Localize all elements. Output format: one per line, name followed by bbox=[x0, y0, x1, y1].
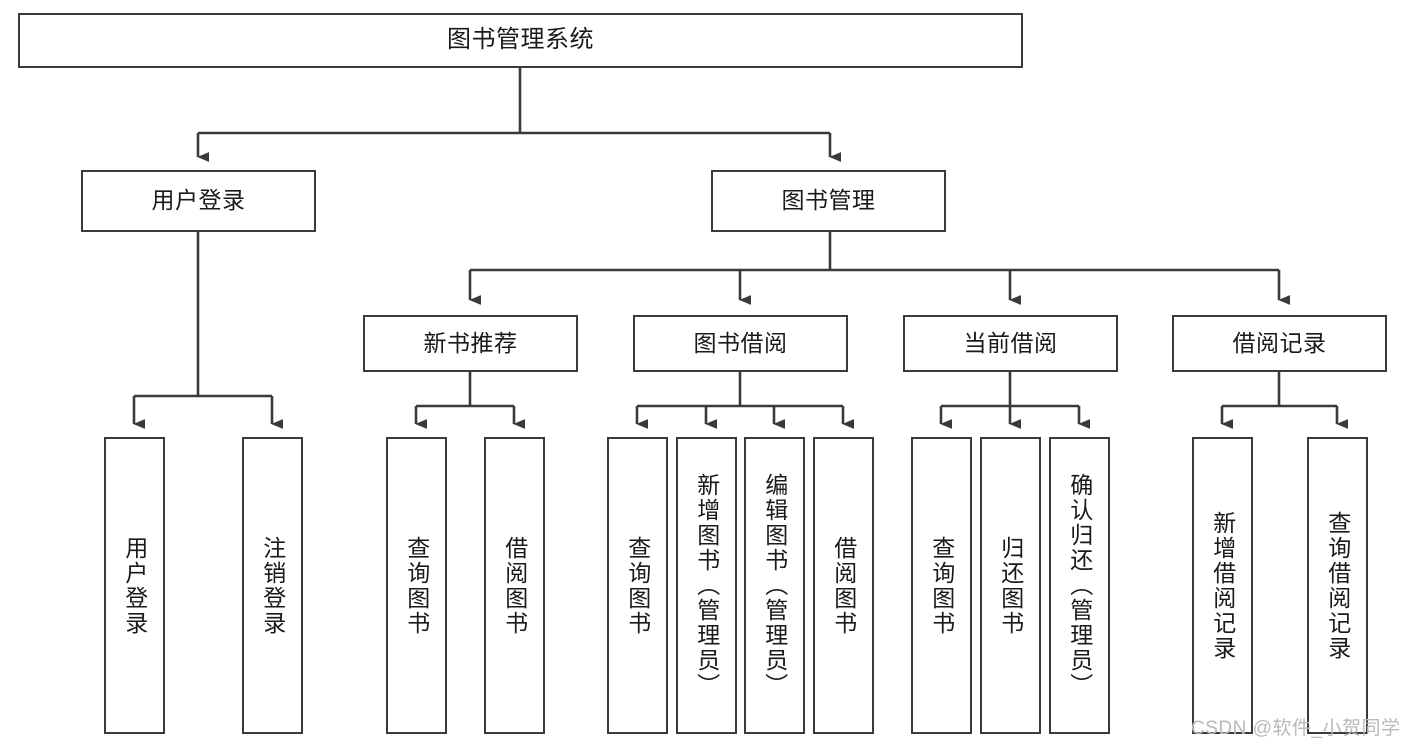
node-label: 图书管理 bbox=[781, 187, 876, 214]
node-leaf-query-borrow-record[interactable]: 查询借阅记录 bbox=[1307, 437, 1368, 734]
node-leaf-add-borrow-record[interactable]: 新增借阅记录 bbox=[1192, 437, 1253, 734]
node-label: 查询借阅记录 bbox=[1324, 510, 1351, 661]
node-leaf-borrow-books-recommend[interactable]: 借阅图书 bbox=[484, 437, 545, 734]
node-label: 借阅记录 bbox=[1232, 329, 1327, 356]
node-label: 查询图书 bbox=[928, 535, 955, 636]
node-label: 新增图书（管理员） bbox=[693, 473, 720, 698]
node-current-borrowing[interactable]: 当前借阅 bbox=[903, 315, 1118, 372]
node-label: 借阅图书 bbox=[830, 535, 857, 636]
node-leaf-query-books-current[interactable]: 查询图书 bbox=[911, 437, 972, 734]
node-leaf-return-books[interactable]: 归还图书 bbox=[980, 437, 1041, 734]
node-user-login[interactable]: 用户登录 bbox=[81, 170, 316, 232]
node-leaf-add-book-admin[interactable]: 新增图书（管理员） bbox=[676, 437, 737, 734]
node-label: 图书管理系统 bbox=[447, 26, 594, 54]
node-label: 编辑图书（管理员） bbox=[761, 473, 788, 698]
node-label: 借阅图书 bbox=[501, 535, 528, 636]
node-label: 归还图书 bbox=[997, 535, 1024, 636]
node-leaf-query-books-borrow[interactable]: 查询图书 bbox=[607, 437, 668, 734]
node-label: 确认归还（管理员） bbox=[1066, 473, 1093, 698]
csdn-watermark: CSDN @软件_小贺同学 bbox=[1191, 718, 1401, 739]
node-leaf-confirm-return-admin[interactable]: 确认归还（管理员） bbox=[1049, 437, 1110, 734]
node-label: 用户登录 bbox=[121, 535, 148, 636]
node-book-borrowing[interactable]: 图书借阅 bbox=[633, 315, 848, 372]
node-leaf-edit-book-admin[interactable]: 编辑图书（管理员） bbox=[744, 437, 805, 734]
node-label: 图书借阅 bbox=[693, 329, 788, 356]
node-borrowing-records[interactable]: 借阅记录 bbox=[1172, 315, 1387, 372]
node-label: 新书推荐 bbox=[423, 329, 518, 356]
node-label: 注销登录 bbox=[259, 535, 286, 636]
node-leaf-logout[interactable]: 注销登录 bbox=[242, 437, 303, 734]
node-label: 查询图书 bbox=[403, 535, 430, 636]
node-label: 查询图书 bbox=[624, 535, 651, 636]
node-new-book-recommendation[interactable]: 新书推荐 bbox=[363, 315, 578, 372]
node-label: 新增借阅记录 bbox=[1209, 510, 1236, 661]
node-leaf-user-login[interactable]: 用户登录 bbox=[104, 437, 165, 734]
node-book-management[interactable]: 图书管理 bbox=[711, 170, 946, 232]
node-label: 当前借阅 bbox=[963, 329, 1058, 356]
node-leaf-query-books-recommend[interactable]: 查询图书 bbox=[386, 437, 447, 734]
node-root-library-management-system[interactable]: 图书管理系统 bbox=[18, 13, 1023, 68]
node-leaf-borrow-books[interactable]: 借阅图书 bbox=[813, 437, 874, 734]
node-label: 用户登录 bbox=[151, 187, 246, 214]
